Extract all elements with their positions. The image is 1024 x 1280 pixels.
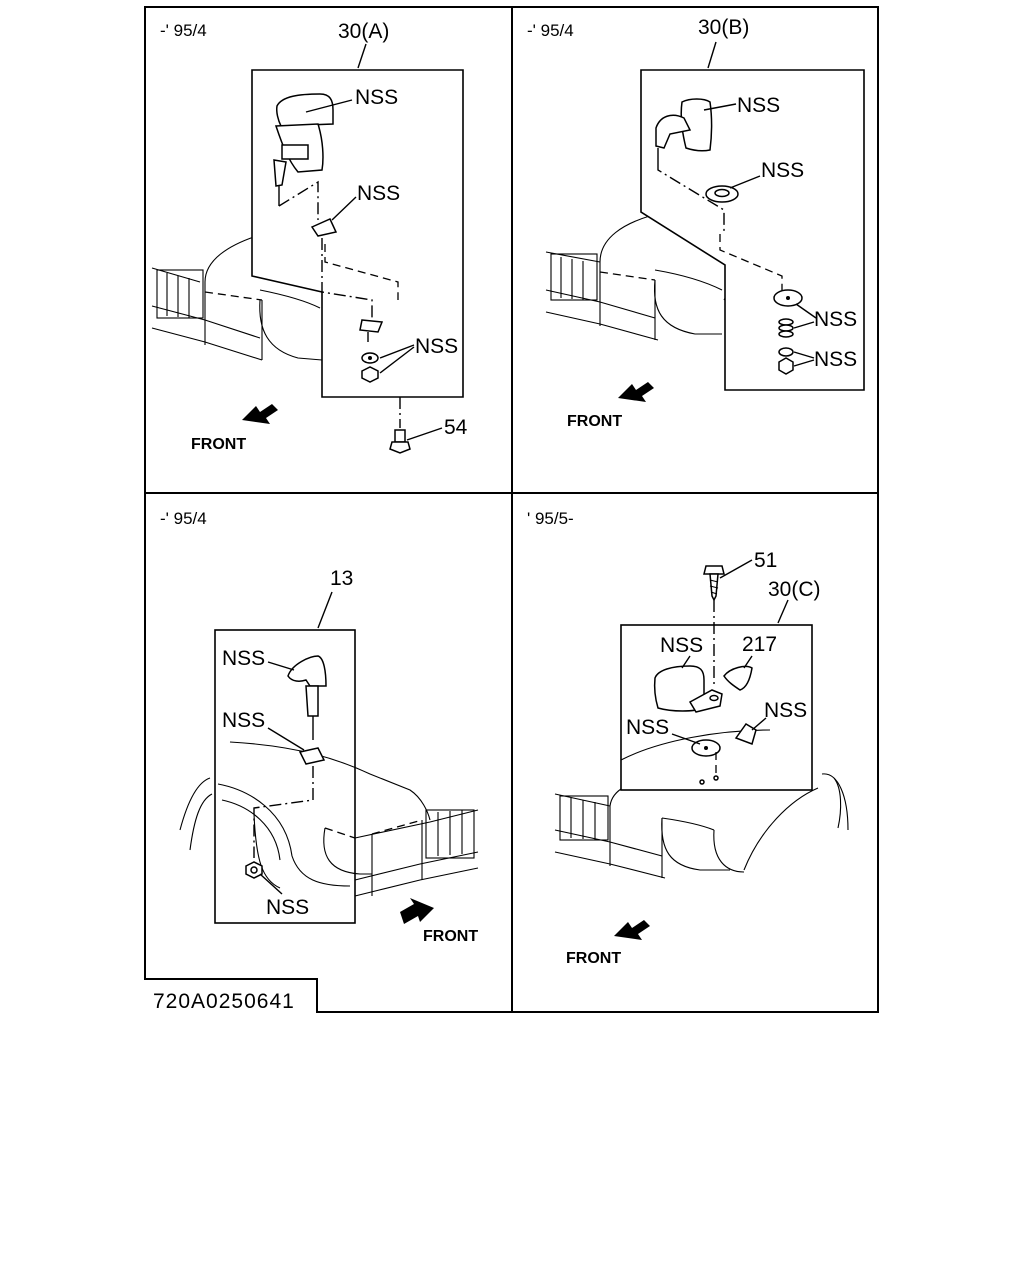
front-label: FRONT [423, 928, 478, 945]
panel-bottom-right: ' 95/5- [527, 509, 849, 967]
label-217: 217 [742, 633, 777, 656]
assembly-label: 30(C) [768, 578, 821, 601]
front-label: FRONT [566, 950, 621, 967]
front-arrow-icon [242, 404, 278, 424]
label-nss: NSS [814, 308, 857, 331]
assembly-box [214, 629, 356, 924]
washer [778, 347, 794, 357]
label-nss: NSS [737, 94, 780, 117]
front-label: FRONT [567, 413, 622, 430]
document-id: 720A0250641 [153, 990, 295, 1013]
nut [778, 357, 794, 375]
front-arrow-icon [614, 920, 650, 940]
panel-top-left: -' 95/4 [151, 20, 468, 454]
period-label: -' 95/4 [527, 21, 574, 40]
panel-bottom-left: -' 95/4 [160, 509, 478, 945]
front-label: FRONT [191, 436, 246, 453]
front-arrow-icon [400, 898, 434, 924]
spring [778, 318, 794, 338]
label-nss: NSS [357, 182, 400, 205]
label-nss: NSS [764, 699, 807, 722]
label-nss: NSS [761, 159, 804, 182]
mount-base [310, 218, 338, 237]
assembly-label: 30(B) [698, 16, 749, 39]
assembly-label: 30(A) [338, 20, 389, 43]
label-51: 51 [754, 549, 777, 572]
diagram-frame [144, 6, 879, 1013]
panel-top-right: -' 95/4 [527, 16, 865, 430]
mirror-head [273, 93, 353, 198]
label-nss: NSS [222, 647, 265, 670]
label-nss: NSS [814, 348, 857, 371]
cover [723, 665, 753, 691]
bolt [389, 429, 411, 454]
label-nss: NSS [355, 86, 398, 109]
label-nss: NSS [660, 634, 703, 657]
front-arrow-icon [618, 382, 654, 402]
clip [734, 723, 757, 745]
base-plate [298, 747, 326, 765]
period-label: -' 95/4 [160, 509, 207, 528]
antenna-head [267, 655, 327, 740]
period-label: ' 95/5- [527, 509, 574, 528]
mirror-head [653, 655, 723, 713]
nut [361, 366, 379, 383]
label-54: 54 [444, 416, 468, 439]
label-nss: NSS [626, 716, 669, 739]
period-label: -' 95/4 [160, 21, 207, 40]
label-nss: NSS [266, 896, 309, 919]
label-nss: NSS [222, 709, 265, 732]
assembly-label: 13 [330, 567, 353, 590]
label-nss: NSS [415, 335, 458, 358]
vehicle-body-sketch [179, 741, 479, 897]
screw [703, 565, 725, 602]
mirror-head [655, 98, 737, 162]
bracket [359, 319, 384, 333]
